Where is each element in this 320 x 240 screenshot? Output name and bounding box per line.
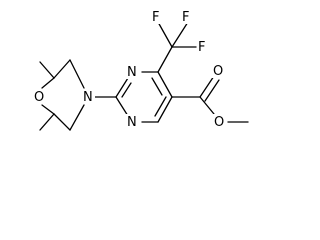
atom-label-ring-o: O xyxy=(34,90,44,105)
atom-label-fluorine-2: F xyxy=(182,10,189,25)
atom-label-ether-oxygen: O xyxy=(214,115,224,130)
bond-n-c-bottom xyxy=(69,104,85,131)
bond-n1-c2 xyxy=(115,96,129,117)
atom-label-fluorine-3: F xyxy=(198,40,205,55)
bond-cf3-f1 xyxy=(157,21,173,48)
morpholine-ring xyxy=(39,59,85,131)
atom-labels: O N N N F F F O O xyxy=(33,10,227,130)
atom-label-ring-n: N xyxy=(83,90,93,105)
bond-carbonyl-c-o xyxy=(199,75,215,98)
bond-c-top-n xyxy=(69,59,85,89)
bond-carbonyl-c-o-ether xyxy=(199,96,215,115)
bond-c-top-c-top xyxy=(53,59,71,79)
bond-c2-n3-inner xyxy=(121,82,132,98)
pyrimidine-ring xyxy=(115,71,173,123)
bond-c-bottom-o xyxy=(41,104,55,115)
bond-methyl-top xyxy=(39,61,55,79)
bond-c5-c6-inner xyxy=(154,96,167,117)
bond-c4-c5 xyxy=(157,71,173,98)
methyl-ester-group xyxy=(171,75,249,123)
bond-c-bottom-c-bottom xyxy=(53,113,71,131)
trifluoromethyl-group xyxy=(157,21,197,73)
atom-label-pyrimidine-n3: N xyxy=(127,65,137,80)
bond-carbonyl-c-o-inner xyxy=(204,79,220,102)
atom-label-fluorine-1: F xyxy=(152,10,159,25)
bond-c5-c6 xyxy=(157,96,173,123)
bond-o-c-top xyxy=(41,77,55,89)
molecule-canvas: O N N N F F F O O xyxy=(33,10,249,131)
bond-methyl-bottom xyxy=(39,113,55,131)
atom-label-pyrimidine-n1: N xyxy=(127,115,137,130)
bond-cf3-f2 xyxy=(171,21,189,48)
bond-c4-c5-inner xyxy=(151,77,163,96)
bond-c4-cf3 xyxy=(157,46,173,73)
structure-diagram: O N N N F F F O O xyxy=(33,10,249,131)
atom-label-carbonyl-oxygen: O xyxy=(213,64,223,79)
bond-c2-n3 xyxy=(115,77,129,98)
